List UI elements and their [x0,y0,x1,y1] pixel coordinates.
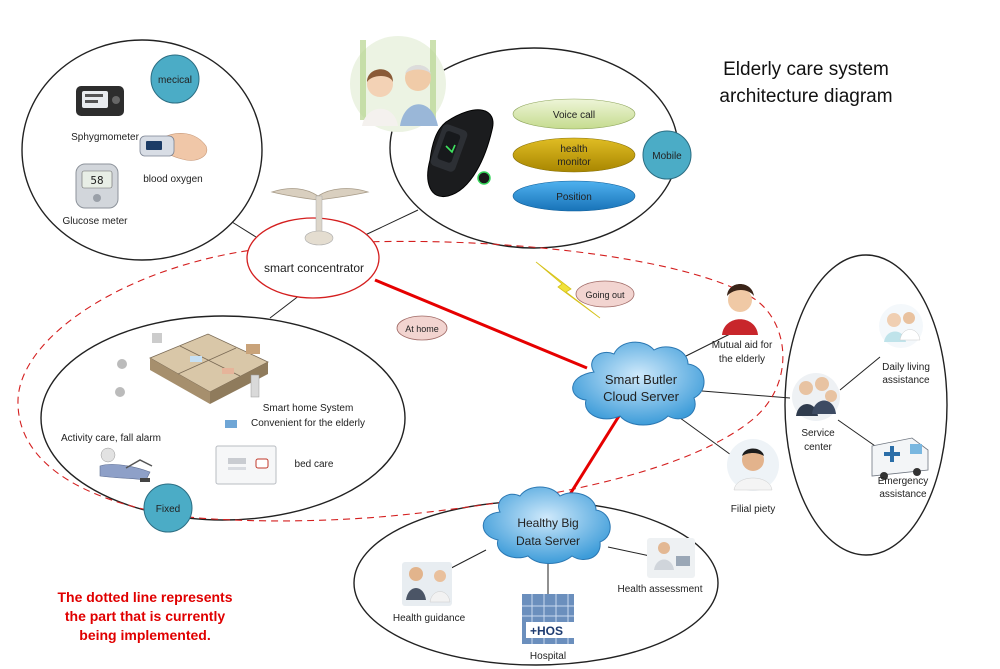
concentrator-cloud-link [374,278,588,370]
fall-alarm-elderly-icon [99,447,153,482]
smart-home-label-1: Smart home System [263,403,354,414]
smart-home-label-2: Convenient for the elderly [251,418,365,429]
home-connector [269,294,301,319]
assessment-connector [607,546,651,557]
daily-living-label-2: assistance [882,375,930,386]
mutual-aid-person-icon [722,284,758,335]
service-center-label-2: center [804,442,832,453]
wireless-lightning-icon [535,261,601,319]
medical-ellipse [21,39,263,261]
dotted-line-note-line-3: being implemented. [79,627,211,643]
emergency-label-1: Emergency [878,476,929,487]
medical-connector [231,221,257,238]
daily-living-caregiver-icon [879,304,923,348]
going-out-label: Going out [585,290,625,300]
health-monitor-label-2: monitor [557,157,591,168]
elderly-couple-photo [350,36,446,132]
hospital-sign-text: +HOS [530,624,563,638]
health-guidance-label: Health guidance [393,613,466,624]
filial-connector [675,414,739,461]
position-label: Position [556,192,592,203]
health-assessment-photo [647,538,695,578]
dotted-line-note-line-1: The dotted line represents [57,589,233,605]
concentrator-label: smart concentrator [264,261,364,275]
mutual-aid-label-2: the elderly [719,354,765,365]
service-center-people-icon [792,373,840,421]
smart-home-floorplan-icon [115,333,269,428]
sphygmometer-label: Sphygmometer [71,132,139,143]
health-monitor-pill: health monitor [512,137,636,173]
smart-butler-cloud-server: Smart Butler Cloud Server [572,341,705,426]
bed-care-label: bed care [295,459,334,470]
implementation-dashed-boundary [17,240,784,522]
services-ellipse [784,254,948,556]
cloud-label-2: Cloud Server [603,389,680,404]
ambulance-icon [871,437,929,480]
going-out-bubble: Going out [575,280,635,308]
bigdata-label-2: Data Server [516,534,580,548]
blood-oxygen-icon [139,133,208,161]
fixed-badge: Fixed [143,483,193,533]
glucose-reading: 58 [90,174,103,187]
health-assessment-label: Health assessment [617,584,702,595]
emergency-label-2: assistance [879,489,927,500]
glucose-meter-label: Glucose meter [62,216,128,227]
position-pill: Position [512,180,636,212]
bigdata-label-1: Healthy Big [517,516,578,530]
voice-call-label: Voice call [553,110,595,121]
dotted-line-note: The dotted line represents the part that… [30,588,260,645]
mobile-connector [362,209,419,237]
emergency-connector [837,419,879,449]
medical-badge-label: mecical [158,75,192,86]
diagram-title-line-2: architecture diagram [719,86,893,107]
diagram-title-line-1: Elderly care system [723,59,889,80]
home-ellipse [40,315,406,521]
sphygmometer-icon [76,86,124,116]
mobile-badge: Mobile [642,130,692,180]
daily-living-label-1: Daily living [882,362,930,373]
cloud-label-1: Smart Butler [605,372,678,387]
medical-badge: mecical [150,54,200,104]
smart-wristband-icon [427,109,494,198]
concentrator-device-icon [270,188,370,246]
daily-living-connector [839,356,881,391]
at-home-label: At home [405,324,439,334]
mutual-aid-label-1: Mutual aid for [712,340,773,351]
hospital-building-icon: +HOS [522,594,574,644]
at-home-bubble: At home [396,315,448,341]
bed-care-device-icon [215,445,277,485]
blood-oxygen-label: blood oxygen [143,174,203,185]
concentrator-ellipse [246,217,380,299]
filial-piety-label: Filial piety [731,504,775,515]
voice-call-pill: Voice call [512,98,636,130]
health-guidance-photo [402,562,452,606]
filial-piety-person-icon [727,439,779,491]
mobile-badge-label: Mobile [652,151,682,162]
service-center-label-1: Service [801,428,835,439]
hospital-label: Hospital [530,651,566,662]
healthy-big-data-server: Healthy Big Data Server [482,486,611,564]
cloud-bigdata-link [560,415,621,508]
dotted-line-note-line-2: the part that is currently [64,608,226,624]
service-center-connector [701,390,791,399]
activity-care-label: Activity care, fall alarm [61,433,161,444]
diagram-title: Elderly care system architecture diagram [676,56,936,110]
fixed-badge-label: Fixed [156,504,180,515]
health-monitor-label-1: health [560,144,587,155]
glucose-meter-icon: 58 [75,163,119,209]
